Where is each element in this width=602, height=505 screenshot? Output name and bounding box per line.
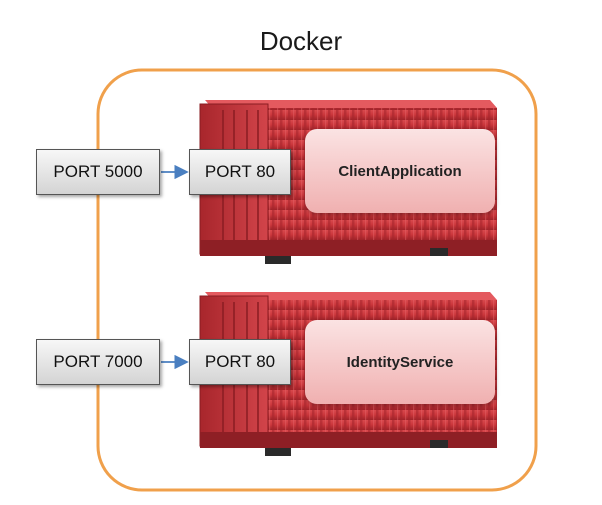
docker-frame — [96, 68, 538, 492]
service-name-label: IdentityService — [305, 320, 495, 404]
container-top-edge — [205, 292, 497, 300]
host-port-box: PORT 7000 — [36, 339, 160, 385]
container-base — [200, 432, 497, 448]
docker-title: Docker — [259, 26, 343, 56]
container-top-edge — [205, 100, 497, 108]
container-port-box: PORT 80 — [189, 149, 291, 195]
host-port-box: PORT 5000 — [36, 149, 160, 195]
container-base — [200, 240, 497, 256]
service-name-label: ClientApplication — [305, 129, 495, 213]
container-port-box: PORT 80 — [189, 339, 291, 385]
